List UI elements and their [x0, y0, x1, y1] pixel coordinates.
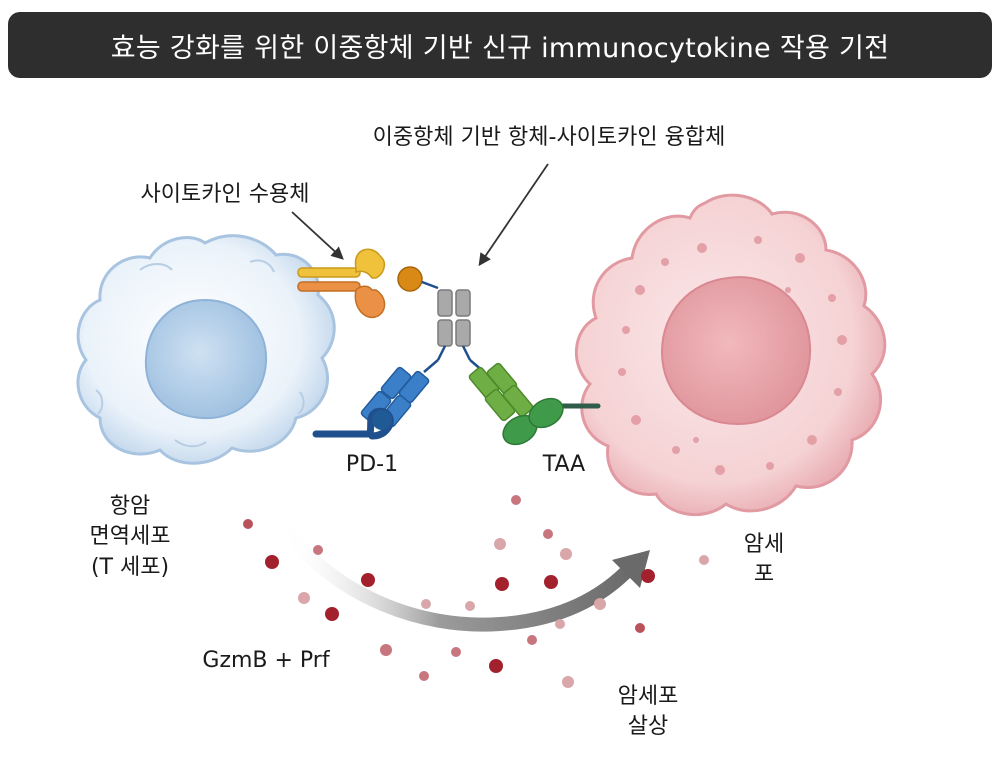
- t-cell-label-line1: 항암: [109, 494, 151, 519]
- bispecific-antibody: [360, 289, 534, 428]
- killing-arrow: [276, 520, 650, 632]
- taa-antigen: [502, 397, 601, 446]
- antibody-fc-region: [436, 289, 472, 361]
- fusion-protein-label: 이중항체 기반 항체-사이토카인 융합체: [372, 125, 726, 150]
- cancer-killing-label-line1: 암세포: [617, 684, 679, 709]
- granzyme-perforin-label: GzmB + Prf: [202, 648, 330, 673]
- title-bar: 효능 강화를 위한 이중항체 기반 신규 immunocytokine 작용 기…: [8, 12, 992, 78]
- pd1-receptor: [312, 407, 394, 440]
- pd1-label: PD-1: [345, 452, 399, 477]
- cancer-killing-label-line2: 살상: [627, 714, 669, 740]
- page-title: 효능 강화를 위한 이중항체 기반 신규 immunocytokine 작용 기…: [110, 32, 890, 64]
- taa-label: TAA: [542, 452, 586, 477]
- receptor-pointer-arrow: [291, 211, 344, 260]
- t-cell-nucleus: [144, 298, 268, 420]
- t-cell: [76, 234, 336, 465]
- granzyme-perforin-granules: [243, 495, 709, 688]
- t-cell-label-line2: 면역세포: [89, 524, 171, 550]
- t-cell-label: 항암 면역세포 (T 세포): [70, 492, 190, 583]
- cytokine: [397, 266, 439, 292]
- cancer-cell-vesicles: [618, 236, 847, 475]
- cancer-cell-nucleus: [660, 276, 812, 426]
- cancer-cell-label-line2: 포: [753, 562, 775, 588]
- cancer-cell-label: 암세 포: [724, 530, 804, 591]
- anti-taa-arm: [468, 359, 534, 422]
- cancer-killing-label: 암세포 살상: [588, 682, 708, 743]
- cytokine-receptor: [297, 248, 386, 319]
- cancer-cell: [575, 193, 887, 517]
- cytokine-receptor-label: 사이토카인 수용체: [140, 182, 310, 207]
- cancer-cell-label-line1: 암세: [743, 532, 785, 557]
- t-cell-label-line3: (T 세포): [90, 554, 170, 580]
- fusion-pointer-arrow: [478, 163, 549, 267]
